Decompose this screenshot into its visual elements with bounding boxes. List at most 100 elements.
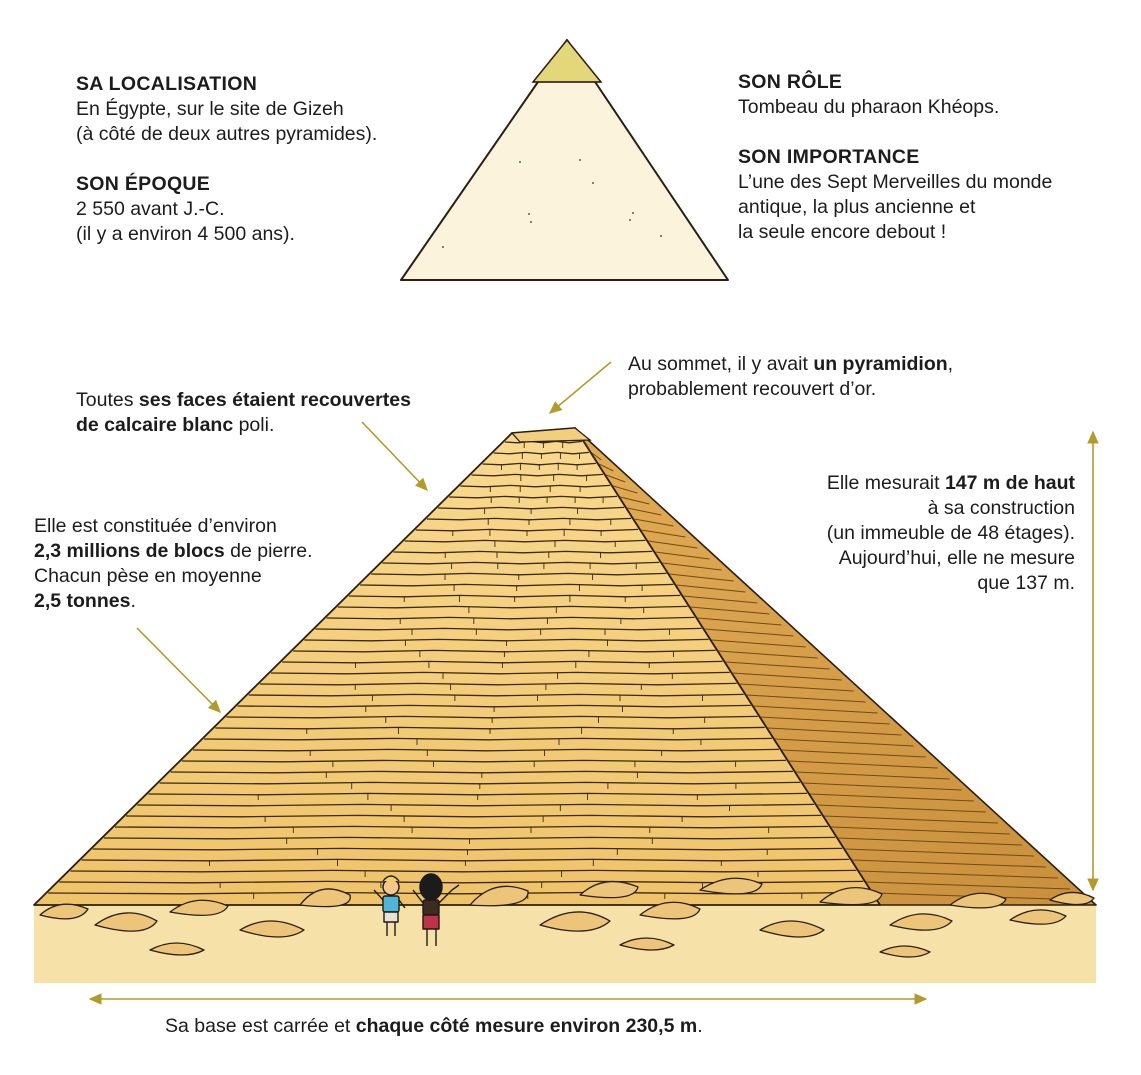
annotation-faces: Toutes ses faces étaient recouvertes de … — [76, 388, 411, 438]
base-text-a: Sa base est carrée et — [165, 1015, 356, 1037]
side-hatch — [795, 771, 950, 780]
annotation-blocs: Elle est constituée d’environ 2,3 millio… — [34, 514, 313, 614]
stone-course — [471, 473, 604, 477]
side-hatch — [669, 573, 734, 582]
sommet-line-2: probablement recouvert d’or. — [628, 378, 877, 400]
epoque-heading: SON ÉPOQUE — [76, 173, 211, 195]
side-hatch — [866, 881, 1070, 890]
side-hatch — [634, 518, 674, 527]
stone-course — [404, 539, 646, 543]
info-localisation: SA LOCALISATION En Égypte, sur le site d… — [76, 72, 377, 147]
faces-text-bold-2: de calcaire blanc — [76, 414, 234, 436]
localisation-heading: SA LOCALISATION — [76, 73, 258, 95]
sommet-text-bold: un pyramidion — [813, 353, 948, 375]
importance-line-2: antique, la plus ancienne et — [738, 196, 976, 218]
sommet-text-a: Au sommet, il y avait — [628, 353, 814, 375]
side-hatch — [704, 628, 794, 637]
side-hatch — [845, 848, 1034, 857]
side-hatch — [605, 474, 626, 483]
arrow-faces — [361, 421, 428, 492]
side-hatch — [746, 694, 866, 703]
side-hatch — [809, 793, 974, 802]
info-importance: SON IMPORTANCE L’une des Sept Merveilles… — [738, 145, 1052, 245]
role-heading: SON RÔLE — [738, 71, 843, 93]
side-hatch — [697, 617, 782, 626]
hauteur-line-5: que 137 m. — [977, 572, 1075, 594]
characters — [373, 873, 460, 946]
arrow-sommet — [548, 361, 612, 414]
stone-course — [70, 869, 857, 873]
side-hatch — [662, 562, 722, 571]
stone-course — [259, 682, 737, 686]
annotation-arrows — [88, 361, 1099, 1005]
annotation-sommet: Au sommet, il y avait un pyramidion, pro… — [628, 352, 953, 402]
side-hatch — [711, 639, 806, 648]
faces-text-a: Toutes — [76, 389, 139, 411]
hauteur-text-a: Elle mesurait — [826, 472, 945, 494]
hauteur-line-2: à sa construction — [927, 497, 1075, 519]
localisation-line-2: (à côté de deux autres pyramides). — [76, 123, 378, 145]
stone-course — [192, 748, 779, 752]
side-hatch — [718, 650, 818, 659]
stone-course — [270, 671, 730, 675]
stone-course — [114, 825, 829, 829]
pyramidion — [531, 38, 603, 83]
annotation-base: Sa base est carrée et chaque côté mesure… — [165, 1014, 703, 1039]
side-hatch — [584, 441, 590, 450]
blocs-line-1: Elle est constituée d’environ — [34, 515, 277, 537]
side-hatch — [676, 584, 746, 593]
side-hatch — [598, 463, 614, 472]
side-hatch — [802, 782, 962, 791]
stone-course — [315, 627, 702, 631]
sommet-text-c: , — [947, 353, 954, 375]
side-hatch — [739, 683, 854, 692]
side-hatch — [732, 672, 842, 681]
side-hatch — [852, 859, 1046, 868]
side-hatch — [690, 606, 770, 615]
side-hatch — [831, 826, 1010, 835]
annotation-hauteur: Elle mesurait 147 m de haut à sa constru… — [827, 471, 1075, 596]
side-hatch — [591, 452, 602, 461]
stone-course — [460, 484, 611, 488]
hauteur-line-4: Aujourd’hui, elle ne mesure — [838, 547, 1075, 569]
hauteur-line-3: (un immeuble de 48 étages). — [826, 522, 1075, 544]
base-text-bold: chaque côté mesure environ 230,5 m — [355, 1015, 698, 1037]
info-role: SON RÔLE Tombeau du pharaon Khéops. — [738, 70, 999, 120]
stone-course — [204, 737, 772, 741]
importance-heading: SON IMPORTANCE — [738, 146, 920, 168]
side-hatch — [781, 749, 926, 758]
arrow-blocs — [136, 627, 222, 714]
hauteur-text-bold: 147 m de haut — [944, 472, 1075, 494]
epoque-line-1: 2 550 avant J.-C. — [76, 198, 225, 220]
stone-course — [382, 561, 660, 565]
side-hatch — [859, 870, 1058, 879]
stone-course — [137, 803, 815, 807]
great-pyramid — [33, 427, 1097, 906]
side-hatch — [612, 485, 638, 494]
info-epoque: SON ÉPOQUE 2 550 avant J.-C. (il y a env… — [76, 172, 295, 247]
blocs-text-c: de pierre. — [224, 540, 313, 562]
side-hatch — [767, 727, 902, 736]
side-hatch — [648, 540, 698, 549]
side-hatch — [817, 804, 986, 813]
side-hatch — [683, 595, 758, 604]
stone-course — [393, 550, 653, 554]
rubble — [39, 877, 1095, 958]
side-hatch — [760, 716, 890, 725]
faces-text-d: poli. — [233, 414, 275, 436]
stone-course — [126, 814, 822, 818]
side-hatch — [753, 705, 878, 714]
blocs-text-bold-1: 2,3 millions de blocs — [34, 540, 225, 562]
stone-course — [181, 759, 786, 763]
role-line-1: Tombeau du pharaon Khéops. — [738, 96, 1000, 118]
side-hatch — [619, 496, 650, 505]
epoque-line-2: (il y a environ 4 500 ans). — [76, 223, 295, 245]
side-hatch — [655, 551, 710, 560]
base-text-c: . — [697, 1015, 703, 1037]
blocs-text-e: . — [130, 590, 136, 612]
stone-course — [248, 693, 744, 697]
side-hatch — [838, 837, 1022, 846]
faces-text-bold-1: ses faces étaient recouvertes — [138, 389, 411, 411]
blocs-line-3: Chacun pèse en moyenne — [34, 565, 262, 587]
